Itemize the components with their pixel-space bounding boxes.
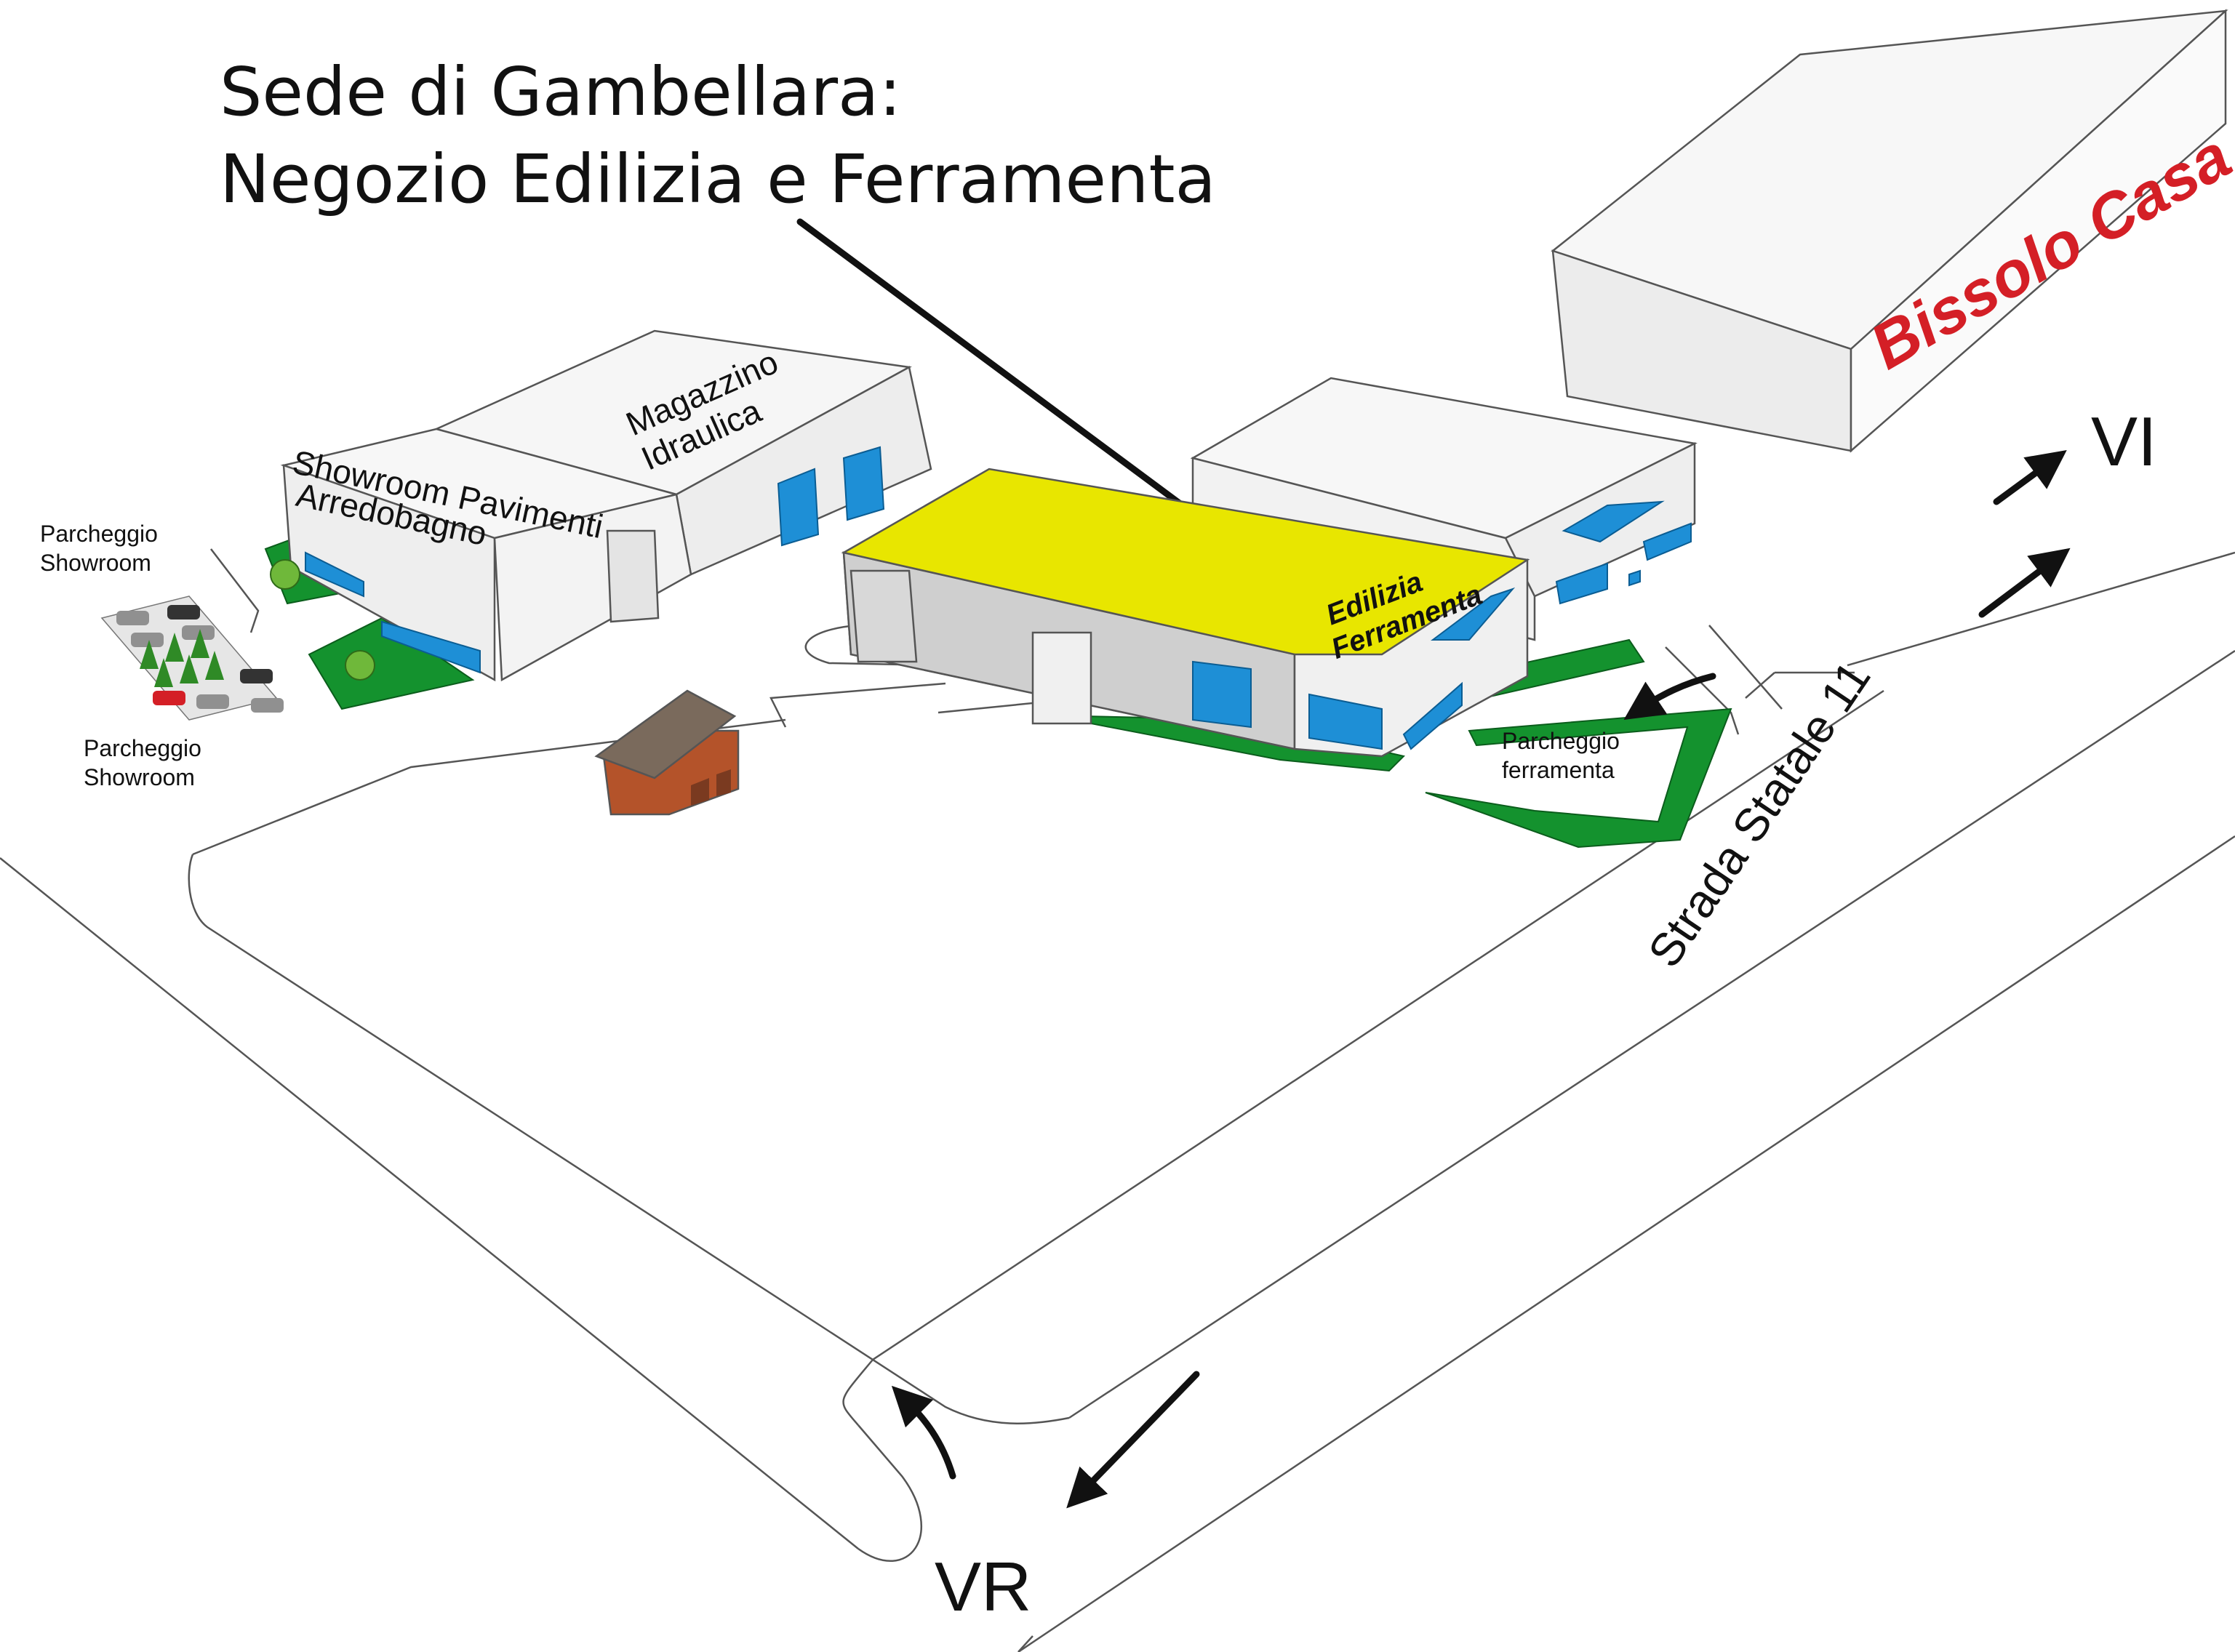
direction-vr: VR [935, 1548, 1031, 1626]
edilizia-ferramenta-building: Edilizia Ferramenta [841, 468, 1530, 772]
direction-vi: VI [2091, 403, 2157, 481]
edilizia-roller-door [1031, 631, 1092, 725]
parking-ferramenta-area: Parcheggio ferramenta [1425, 638, 1732, 849]
lawn-strip-parking [1425, 707, 1732, 849]
arrow-from-vr [891, 1385, 956, 1480]
magazzino-door-1 [777, 468, 820, 547]
edilizia-stair-tower [849, 569, 918, 663]
edilizia-window-row [1308, 693, 1383, 750]
tree-icon [270, 559, 300, 590]
arrow-to-vr [1066, 1371, 1200, 1509]
magazzino-building: Magazzino Idraulica [433, 329, 932, 576]
arrow-to-vi-upper [1993, 450, 2067, 505]
parking-showroom-top-line1: Parcheggio [40, 521, 158, 547]
parking-ferramenta-line1: Parcheggio [1502, 728, 1620, 754]
rear-window-arch [1562, 500, 1665, 543]
rear-window-1 [1555, 562, 1608, 605]
edilizia-roof [841, 468, 1530, 656]
rear-window-3 [1628, 569, 1641, 587]
map-title: Sede di Gambellara: Negozio Edilizia e F… [220, 53, 1216, 218]
arrow-turn-in [1623, 673, 1716, 720]
magazzino-door-2 [842, 446, 885, 521]
parking-ferramenta-line2: ferramenta [1502, 757, 1615, 783]
parked-cars [116, 605, 284, 713]
title-line2: Negozio Edilizia e Ferramenta [220, 140, 1216, 218]
showroom-lawn-2 [308, 617, 475, 710]
edilizia-door [1192, 660, 1252, 729]
parking-trees [140, 629, 224, 687]
parking-showroom-bottom-line1: Parcheggio [84, 735, 201, 761]
title-line1: Sede di Gambellara: [220, 53, 901, 131]
parking-showroom-bottom-line2: Showroom [84, 764, 195, 790]
brown-shed [594, 689, 740, 816]
tree-icon [345, 650, 375, 681]
arrow-to-vi [1978, 548, 2071, 618]
edilizia-window-arch [1431, 587, 1516, 641]
bissolo-casa-building: Bissolo Casa [1551, 9, 2235, 453]
edilizia-window-front [1402, 681, 1463, 750]
parking-showroom-top-line2: Showroom [40, 550, 151, 576]
road-network [0, 548, 2235, 1652]
parking-showroom-area: Parcheggio Showroom Parcheggio Showroom [40, 521, 284, 790]
showroom-window-1 [305, 551, 364, 598]
showroom-window-2 [381, 620, 481, 674]
rear-window-2 [1642, 522, 1692, 561]
showroom-stair-tower [606, 529, 660, 623]
